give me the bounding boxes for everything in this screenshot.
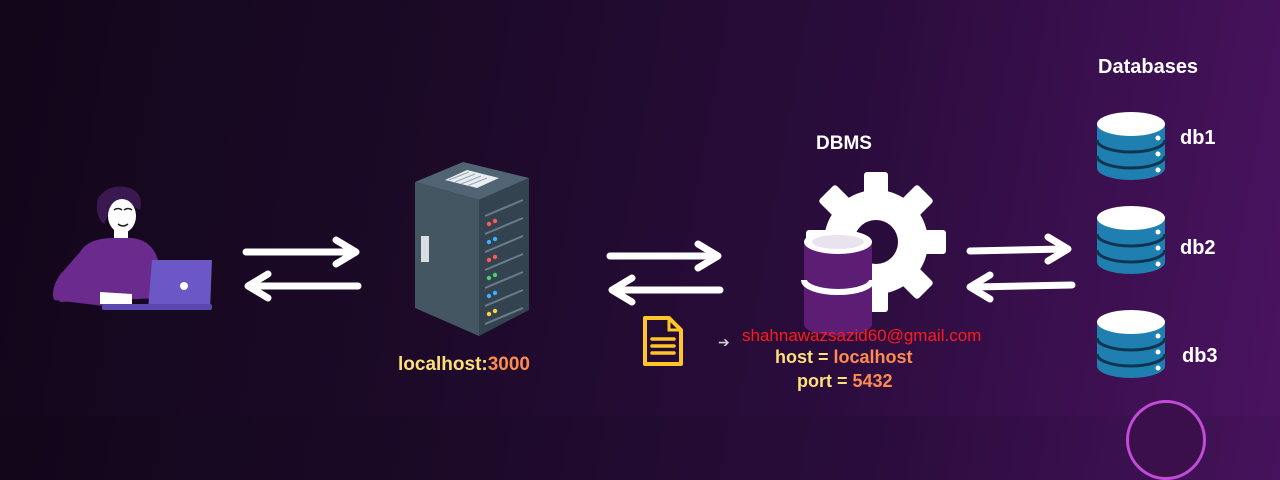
person-with-laptop-icon bbox=[53, 186, 212, 310]
dbms-title: DBMS bbox=[816, 133, 872, 154]
port-config: port = 5432 bbox=[797, 371, 893, 392]
db3-label: db3 bbox=[1182, 345, 1218, 367]
document-icon bbox=[643, 316, 683, 366]
database-cylinder-icon bbox=[1095, 206, 1167, 274]
gear-with-database-icon bbox=[801, 172, 946, 336]
host-config: host = localhost bbox=[775, 347, 913, 368]
email-watermark: shahnawazsazid60@gmail.com bbox=[742, 326, 982, 345]
port-key: port = bbox=[797, 371, 853, 391]
bidirectional-arrows-icon bbox=[966, 233, 1076, 303]
arrow-right-icon: ➔ bbox=[718, 334, 730, 350]
server-host-text: localhost: bbox=[398, 354, 488, 375]
database-cylinder-icon bbox=[1095, 310, 1167, 378]
databases-title: Databases bbox=[1098, 56, 1199, 78]
host-value: localhost bbox=[833, 347, 913, 367]
bidirectional-arrows-icon bbox=[606, 240, 724, 306]
db2-label: db2 bbox=[1180, 237, 1216, 259]
server-address-label: localhost:3000 bbox=[398, 354, 530, 376]
bidirectional-arrows-icon bbox=[242, 236, 362, 302]
server-port-text: 3000 bbox=[487, 354, 531, 375]
db1-label: db1 bbox=[1180, 127, 1216, 149]
host-key: host = bbox=[775, 347, 834, 367]
avatar bbox=[1126, 400, 1206, 480]
port-value: 5432 bbox=[852, 371, 893, 391]
database-cylinder-icon bbox=[1095, 112, 1167, 180]
server-rack-icon bbox=[415, 162, 529, 336]
